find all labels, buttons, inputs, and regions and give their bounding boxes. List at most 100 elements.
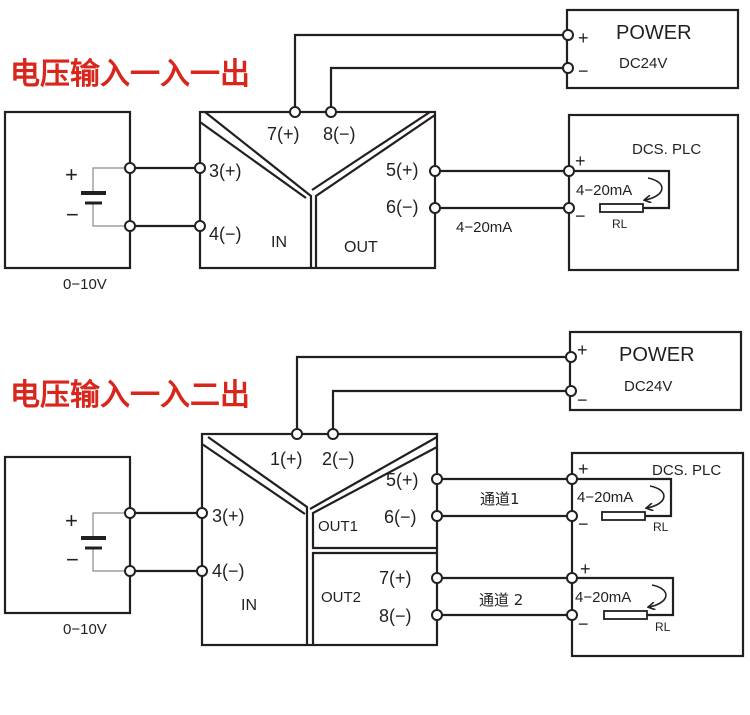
terminal-5	[431, 473, 443, 485]
terminal-6	[429, 202, 441, 214]
ch1-plus-label: +	[578, 459, 589, 479]
terminal-label-3: 3(+)	[209, 161, 242, 181]
terminal-6	[431, 510, 443, 522]
terminal-label-5: 5(+)	[386, 160, 419, 180]
diagram-title: 电压输入一入二出	[10, 378, 250, 413]
power-wire-positive	[293, 33, 568, 112]
terminal-dcs-ch2-negative	[566, 609, 578, 621]
divider-right	[314, 114, 436, 268]
ch1-current-arrow-icon	[647, 485, 665, 508]
ch1-load-loop	[572, 477, 673, 518]
module-box	[200, 432, 439, 647]
ch2-plus-label: +	[580, 559, 591, 579]
dcs-plc: DCS. PLC + − 4−20mA RL + − 4−20mA RL	[570, 451, 745, 658]
voltage-source: + − 0−10V	[3, 110, 132, 293]
diagram-1-one-in-one-out: 电压输入一入一出 + − 0−10V 7(+) 8(−) 3(+) 4(−)	[3, 8, 740, 293]
terminal-label-7: 7(+)	[379, 568, 412, 588]
divider-left-outer	[204, 111, 313, 268]
ch2-minus-label: −	[578, 614, 589, 634]
ch2-current-arrow-icon	[649, 584, 667, 607]
terminal-5	[429, 165, 441, 177]
current-arrow-icon	[645, 177, 663, 200]
terminal-label-1: 1(+)	[270, 449, 303, 469]
terminal-label-5: 5(+)	[386, 470, 419, 490]
terminal-power-negative	[565, 385, 577, 397]
terminal-2	[327, 428, 339, 440]
terminal-label-2: 2(−)	[322, 449, 355, 469]
source-plus-label: +	[65, 508, 78, 533]
terminal-7	[289, 106, 301, 118]
voltage-source: + − 0−10V	[3, 455, 132, 638]
divider-left-inner	[201, 443, 306, 515]
battery-lead-negative	[92, 203, 130, 227]
out-label: OUT	[344, 239, 378, 256]
terminal-3	[194, 162, 206, 174]
out2-section	[311, 551, 437, 645]
load-label: RL	[612, 217, 628, 231]
terminal-power-positive	[562, 29, 574, 41]
divider-right-outer	[311, 111, 431, 191]
source-box	[3, 455, 132, 615]
power-wire-negative	[331, 389, 571, 434]
power-plus-label: +	[577, 340, 588, 360]
terminals	[124, 29, 575, 232]
terminal-source-positive	[124, 507, 136, 519]
power-title: POWER	[616, 22, 692, 44]
diagram-title: 电压输入一入一出	[10, 57, 250, 92]
resistor-icon	[599, 203, 644, 213]
dcs-plc: DCS. PLC + − 4−20mA RL	[567, 113, 740, 272]
terminal-label-6: 6(−)	[384, 507, 417, 527]
terminal-label-8: 8(−)	[379, 606, 412, 626]
power-voltage: DC24V	[624, 378, 672, 395]
terminal-source-positive	[124, 162, 136, 174]
terminal-dcs-negative	[563, 202, 575, 214]
ch2-current-label: 4−20mA	[575, 589, 631, 606]
terminal-3	[196, 507, 208, 519]
terminals	[124, 351, 578, 621]
power-box	[568, 330, 743, 412]
source-minus-label: −	[66, 202, 79, 227]
ch1-load-label: RL	[653, 520, 669, 534]
terminal-label-6: 6(−)	[386, 197, 419, 217]
terminal-8	[325, 106, 337, 118]
source-minus-label: −	[66, 547, 79, 572]
loop-current-label: 4−20mA	[576, 182, 632, 199]
channel-1-label: 通道1	[480, 490, 520, 508]
diagram-2-one-in-two-out: 电压输入一入二出 + − 0−10V 1(+) 2(−) 3(+) 4(−)	[3, 330, 745, 658]
out2-label: OUT2	[321, 589, 361, 606]
terminal-4	[194, 220, 206, 232]
divider-left-inner	[199, 121, 307, 199]
terminal-7	[431, 572, 443, 584]
in-label: IN	[241, 597, 257, 614]
terminal-label-4: 4(−)	[212, 561, 245, 581]
terminal-label-8: 8(−)	[323, 124, 356, 144]
power-minus-label: −	[577, 390, 588, 410]
power-title: POWER	[619, 344, 695, 366]
terminal-dcs-ch1-negative	[566, 510, 578, 522]
ch1-current-label: 4−20mA	[577, 489, 633, 506]
terminal-label-4: 4(−)	[209, 224, 242, 244]
dcs-plus-label: +	[575, 151, 586, 171]
terminal-8	[431, 609, 443, 621]
load-loop	[569, 169, 671, 210]
battery-lead-positive	[92, 512, 130, 538]
power-supply: + − POWER DC24V	[565, 8, 740, 90]
source-box	[3, 110, 132, 270]
out1-label: OUT1	[318, 518, 358, 535]
out1-section	[311, 446, 438, 550]
terminal-source-negative	[124, 220, 136, 232]
in-label: IN	[271, 234, 287, 251]
dcs-title: DCS. PLC	[632, 141, 701, 158]
source-range-label: 0−10V	[63, 621, 107, 638]
power-minus-label: −	[578, 61, 589, 81]
battery-lead-positive	[92, 167, 130, 193]
dcs-box	[567, 113, 740, 272]
dcs-minus-label: −	[575, 206, 586, 226]
channel-2-label: 通道 2	[479, 591, 523, 609]
terminal-power-negative	[562, 62, 574, 74]
terminal-dcs-positive	[563, 165, 575, 177]
terminal-source-negative	[124, 565, 136, 577]
output-current-label: 4−20mA	[456, 219, 512, 236]
terminal-1	[291, 428, 303, 440]
module-box	[198, 110, 437, 270]
